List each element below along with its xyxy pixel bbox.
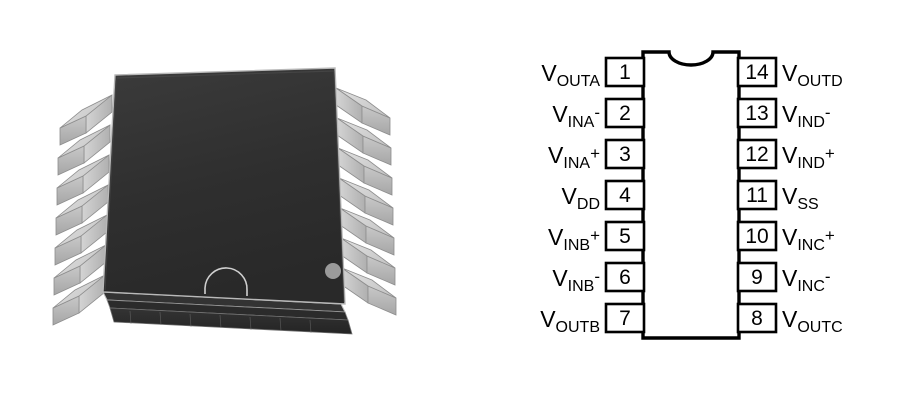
pin-box-left-5: 5	[604, 220, 646, 252]
signal-label-pin-4: VDD	[562, 183, 600, 213]
signal-label-pin-7: VOUTB	[540, 306, 600, 336]
lead-left-6	[53, 244, 107, 296]
pin-number-12: 12	[745, 143, 768, 166]
lead-left-3	[56, 154, 110, 206]
signal-label-pin-14: VOUTD	[782, 60, 843, 90]
pin-box-left-2: 2	[604, 97, 646, 129]
lead-right-1	[335, 87, 391, 136]
pin-box-right-12: 12	[736, 138, 778, 170]
pin-number-3: 3	[619, 143, 631, 166]
pin-box-right-8: 8	[736, 302, 778, 334]
pin-number-9: 9	[751, 266, 763, 289]
pin-number-11: 11	[746, 184, 768, 207]
lead-right-6	[340, 237, 396, 286]
package-leads-right	[335, 87, 397, 316]
signal-label-pin-13: VIND-	[782, 101, 831, 131]
pinout-right-labels: VOUTD VIND- VIND+ VSS VINC+ VINC-	[782, 60, 843, 336]
pin-number-14: 14	[745, 61, 769, 84]
signal-label-pin-6: VINB-	[552, 265, 600, 295]
package-body	[102, 67, 353, 335]
pin-box-left-4: 4	[604, 179, 646, 211]
pin-box-right-13: 13	[736, 97, 778, 129]
pin-box-left-6: 6	[604, 261, 646, 293]
lead-left-4	[55, 184, 109, 236]
signal-label-pin-10: VINC+	[782, 224, 835, 254]
package-bevel-highlight-right	[333, 70, 345, 303]
ic-pinout-diagram: 1 2 3 4 5	[470, 0, 900, 403]
pin-box-left-7: 7	[604, 302, 646, 334]
lead-left-2	[57, 124, 111, 176]
lead-left-1	[59, 94, 113, 146]
pin-box-right-9: 9	[736, 261, 778, 293]
lead-right-7	[341, 267, 397, 316]
pinout-chip-body	[641, 50, 741, 340]
pin-number-10: 10	[745, 225, 768, 248]
lead-right-2	[336, 117, 392, 166]
pin-box-right-11: 11	[736, 179, 778, 211]
pin-number-5: 5	[619, 225, 631, 248]
pin-box-left-3: 3	[604, 138, 646, 170]
signal-label-pin-5: VINB+	[548, 224, 600, 254]
pin-number-2: 2	[619, 102, 631, 125]
pin-number-8: 8	[751, 307, 763, 330]
pin-number-4: 4	[619, 184, 631, 207]
signal-label-pin-8: VOUTC	[782, 306, 843, 336]
lead-right-5	[339, 207, 395, 256]
pinout-left-pins: 1 2 3 4 5	[604, 56, 646, 334]
pin-number-6: 6	[619, 266, 631, 289]
pin-number-7: 7	[619, 307, 631, 330]
pin-box-left-1: 1	[604, 56, 646, 88]
pinout-right-pins: 14 13 12 11 10	[736, 56, 778, 334]
pin-number-13: 13	[745, 102, 768, 125]
signal-label-pin-3: VINA+	[548, 142, 600, 172]
package-bevel-highlight	[116, 70, 335, 79]
package-3d-svg	[52, 67, 397, 335]
signal-label-pin-12: VIND+	[782, 142, 835, 172]
package-body-top-face	[102, 67, 346, 305]
package-bottom-notch	[204, 267, 248, 296]
ic-package-3d-view	[52, 67, 397, 335]
signal-label-pin-1: VOUTA	[541, 60, 600, 90]
pin1-dot-marker	[325, 263, 341, 279]
pin-box-right-14: 14	[736, 56, 778, 88]
package-body-front-face	[109, 307, 353, 335]
package-bevel-highlight-left	[104, 79, 117, 291]
pin-box-right-10: 10	[736, 220, 778, 252]
pinout-left-labels: VOUTA VINA- VINA+ VDD VINB+ VINB-	[540, 60, 600, 336]
lead-left-5	[54, 214, 108, 266]
pin-number-1: 1	[619, 61, 631, 84]
signal-label-pin-9: VINC-	[782, 265, 831, 295]
signal-label-pin-2: VINA-	[552, 101, 600, 131]
package-leads-left	[52, 94, 113, 326]
lead-right-3	[337, 147, 393, 196]
package-front-ticks	[129, 310, 312, 334]
signal-label-pin-11: VSS	[782, 183, 819, 213]
lead-right-4	[338, 177, 394, 226]
pinout-svg: 1 2 3 4 5	[540, 50, 843, 340]
